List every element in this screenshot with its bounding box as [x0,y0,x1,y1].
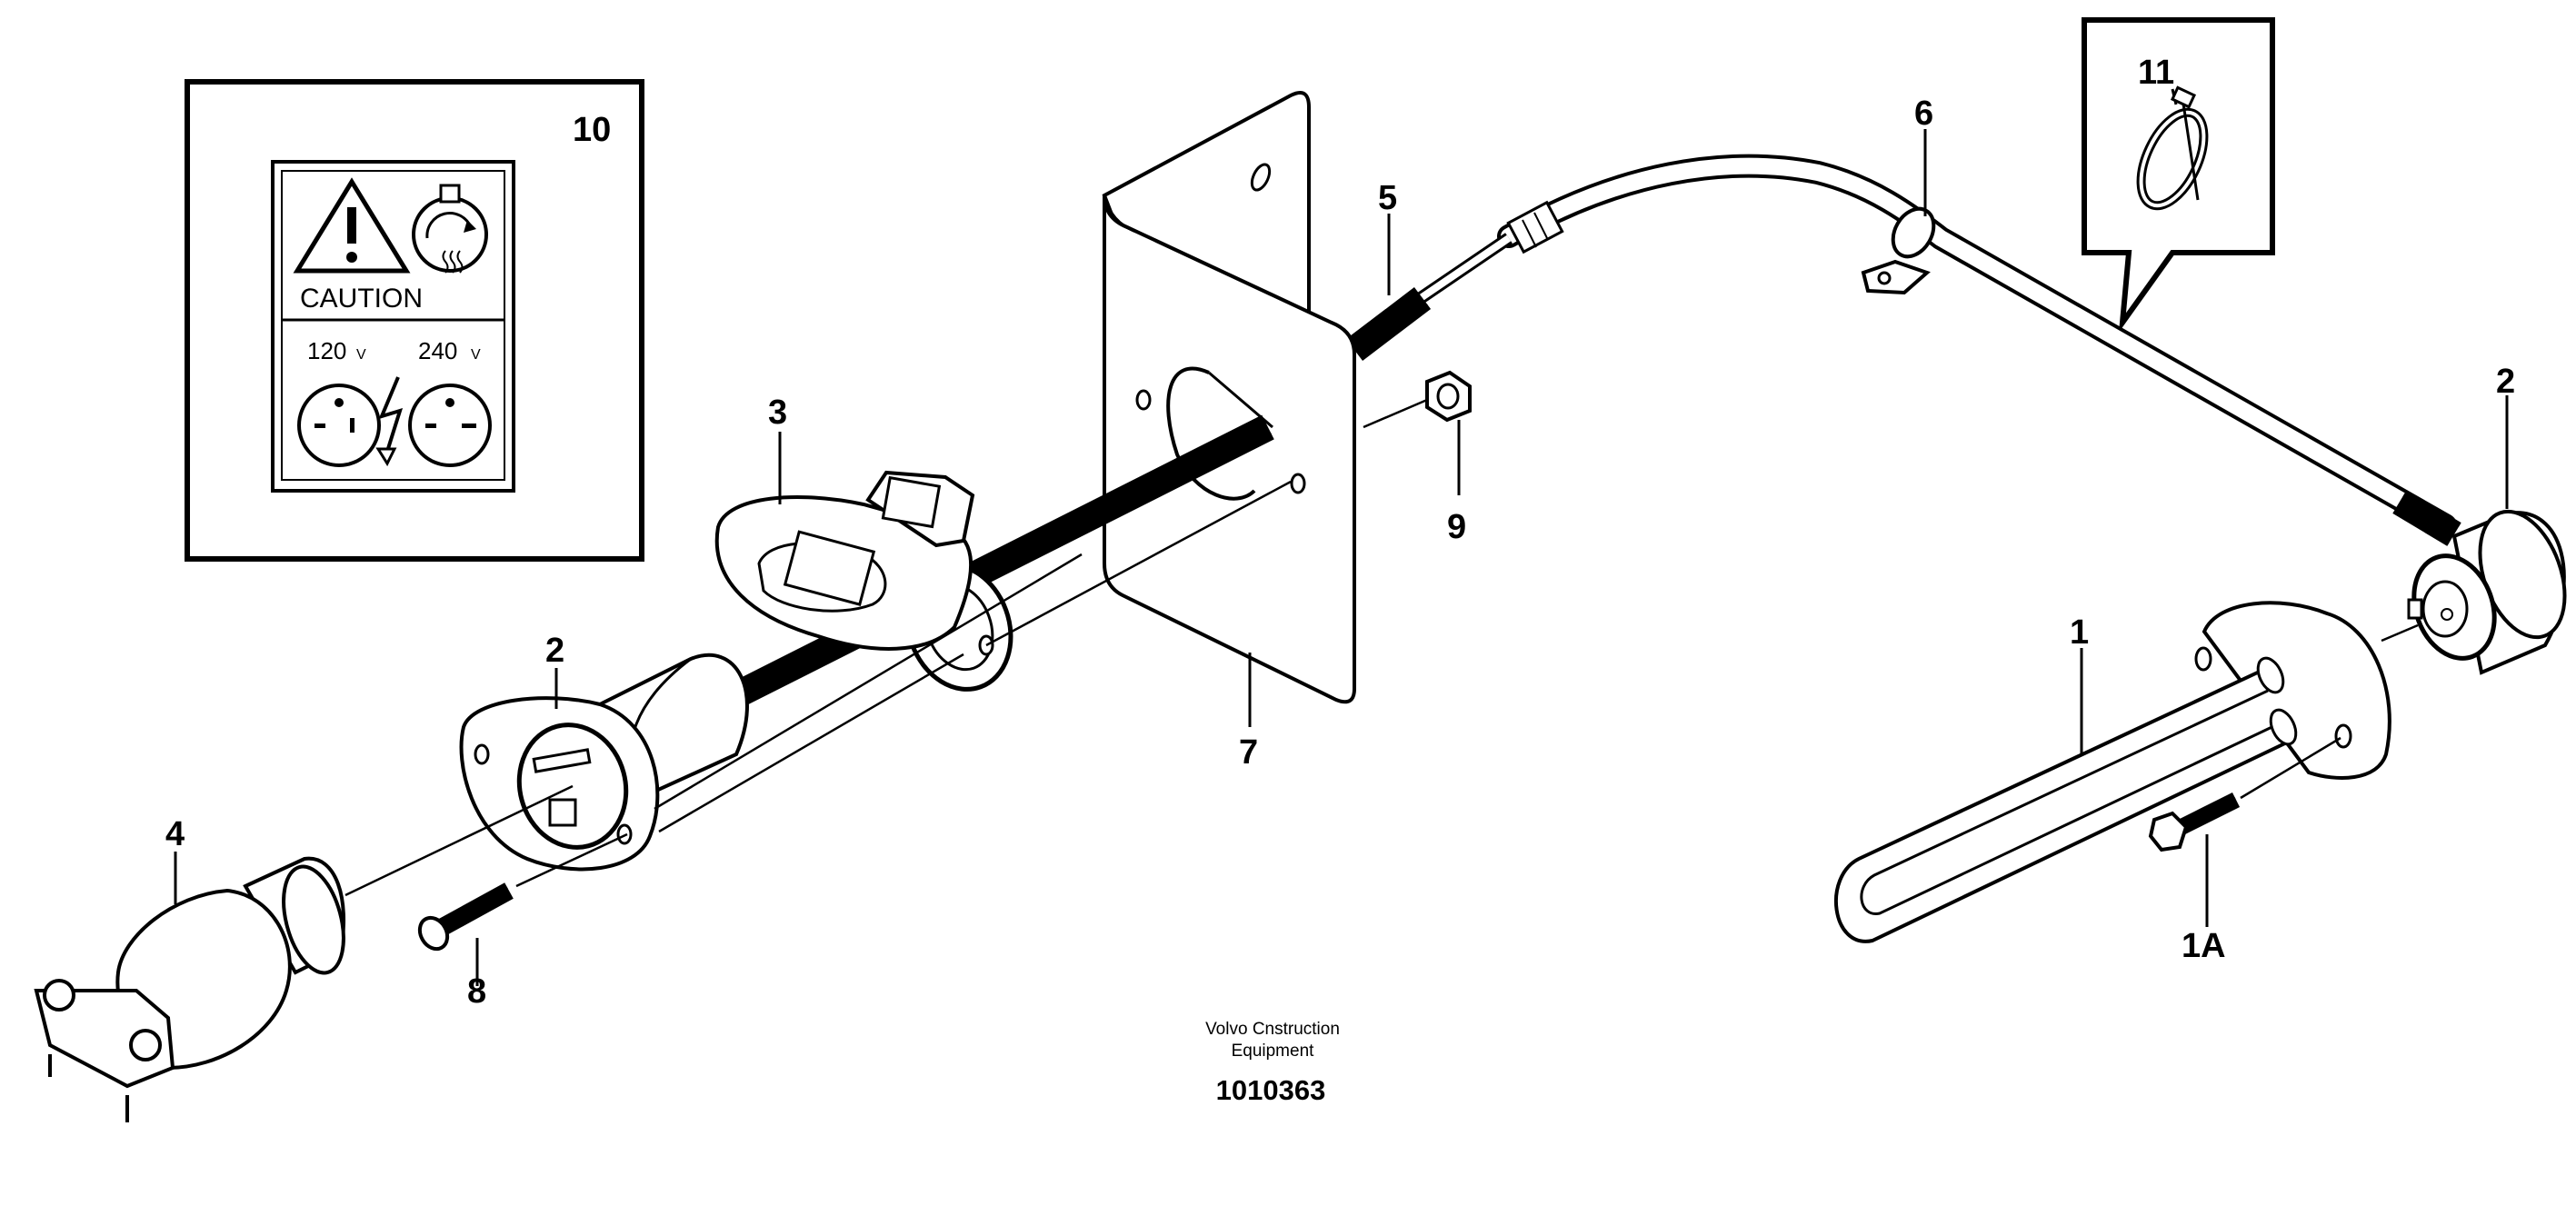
socket-part-2-right [2407,509,2567,675]
heater-symbol-icon [412,184,488,274]
callout-9: 9 [1447,508,1466,546]
decal-volt-right-unit: V [471,347,481,363]
callout-6: 6 [1914,95,1933,133]
heater-element-part-1 [1833,601,2391,943]
decal-volt-left-unit: V [356,347,366,363]
screw-part-1a [2148,792,2241,852]
callout-8: 8 [467,972,486,1011]
cable-assembly [1345,154,2461,546]
decal-caution-label: CAUTION [300,284,423,314]
decal-volt-left: 120 [307,337,346,364]
callout-11: 11 [2138,54,2174,92]
callout-1: 1 [2070,613,2089,652]
clamp-part-6 [1861,206,1936,295]
nut-part-9 [1425,370,1472,423]
assembly-lines [344,398,2419,897]
cable-tie-icon [2136,85,2209,211]
callout-1a: 1A [2182,927,2226,965]
outlet-120v-icon [297,384,381,467]
decal-volt-right: 240 [418,337,457,364]
callout-5: 5 [1378,179,1397,217]
callout-10: 10 [573,111,611,149]
leader-lines [174,129,2509,986]
callout-4: 4 [165,815,185,853]
outlet-240v-icon [408,384,492,467]
bracket-part-7 [1102,91,1356,704]
callout-2-right: 2 [2496,363,2515,401]
callout-2-left: 2 [545,632,564,670]
footer-company-line1: Volvo Cnstruction [1205,1020,1340,1039]
callout-3: 3 [768,394,787,432]
footer: Volvo Cnstruction Equipment 1010363 [1205,1020,1340,1106]
screw-part-8 [417,882,514,952]
inset-decal-box: 10 CAUTION 120 V 240 V [185,79,644,562]
callout-7: 7 [1239,733,1258,772]
caution-decal: CAUTION 120 V 240 V [271,160,515,493]
inset-cable-tie-box: 11 [2082,17,2275,333]
plug-part-4 [34,856,345,1122]
lightning-icon [378,376,404,455]
footer-drawing-number: 1010363 [1216,1074,1326,1106]
inlet-housing-part-2-left [459,653,749,872]
footer-company-line2: Equipment [1232,1042,1315,1061]
